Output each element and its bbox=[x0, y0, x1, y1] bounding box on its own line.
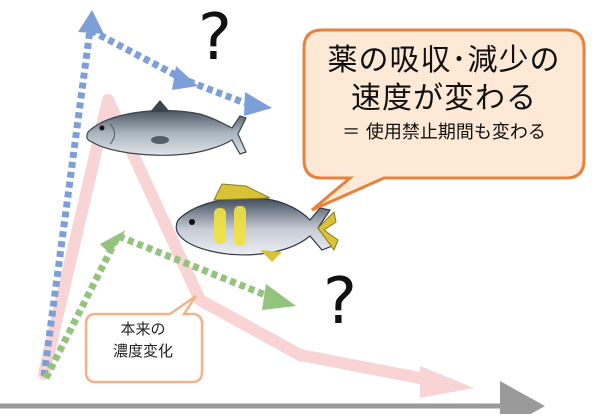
green-dotted-curve bbox=[42, 230, 296, 380]
striped-fish-icon bbox=[175, 183, 339, 262]
question-mark-upper: ? bbox=[198, 1, 232, 75]
salmon-icon bbox=[86, 100, 247, 156]
question-mark-lower: ? bbox=[323, 265, 357, 339]
main-callout-text: 薬の吸収･減少の 速度が変わる ＝ 使用禁止期間も変わる bbox=[303, 42, 585, 146]
blue-dotted-curve bbox=[40, 10, 272, 377]
main-callout-line3: ＝ 使用禁止期間も変わる bbox=[342, 122, 546, 143]
main-callout-bubble bbox=[302, 28, 586, 212]
main-callout-line2: 速度が変わる bbox=[351, 81, 537, 116]
main-callout-line1: 薬の吸収･減少の bbox=[327, 43, 561, 78]
small-callout-bubble bbox=[84, 294, 204, 384]
small-callout-line2: 濃度変化 bbox=[112, 342, 173, 360]
small-callout-text: 本来の 濃度変化 bbox=[86, 318, 200, 362]
small-callout-line1: 本来の bbox=[120, 320, 166, 338]
original-concentration-curve bbox=[38, 94, 474, 398]
